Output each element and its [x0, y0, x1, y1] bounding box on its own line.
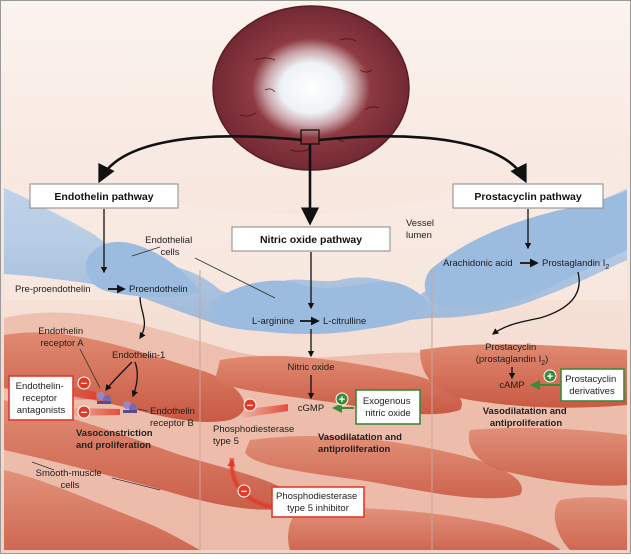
plus-sign-exogenous: +	[335, 392, 349, 406]
smooth-muscle-leader-2	[111, 477, 161, 491]
nitric-oxide-label: Nitric oxide	[288, 362, 335, 373]
endothelin-title-box: Endothelin pathway	[29, 183, 179, 209]
plus-sign-derivatives: +	[543, 369, 557, 383]
pre-proendothelin-label: Pre-proendothelin	[15, 284, 91, 295]
pde5-inhibit-cgmp-arrow	[240, 404, 288, 418]
pde5-inhibitor-label: Phosphodiesterase type 5 inhibitor	[276, 491, 360, 514]
derivatives-label: Prostacyclin derivatives	[565, 374, 619, 397]
minus-sign-pde5: −	[243, 398, 257, 412]
pde5-label: Phosphodiesterase type 5	[213, 424, 297, 447]
vessel-lumen-label: Vessel lumen	[406, 218, 437, 241]
svg-text:−: −	[247, 400, 253, 412]
exogenous-no-label: Exogenous nitric oxide	[363, 396, 413, 419]
endothelin-1-label: Endothelin-1	[112, 350, 165, 361]
zoom-arrows	[98, 135, 527, 226]
pro-to-et1-arrow	[139, 296, 146, 340]
endothelial-leader-1	[131, 246, 161, 257]
endothelial-cells-label: Endothelial cells	[145, 235, 195, 258]
cgmp-label: cGMP	[298, 403, 324, 414]
svg-text:−: −	[241, 486, 247, 498]
pde5-inhibitor-box: Phosphodiesterase type 5 inhibitor	[271, 486, 365, 518]
et1-to-receptor-b-arrow	[131, 361, 139, 398]
receptor-b-symbol	[123, 401, 137, 413]
svg-text:−: −	[81, 378, 87, 390]
receptor-a-leader	[79, 348, 101, 389]
endothelial-leader-2	[194, 257, 276, 299]
pgi2-to-prostacyclin-arrow	[491, 271, 580, 335]
antagonists-label: Endothelin- receptor antagonists	[16, 381, 67, 416]
et1-to-receptor-a-arrow	[105, 361, 133, 392]
endothelin-title: Endothelin pathway	[54, 191, 153, 203]
minus-sign-receptor-b: −	[77, 405, 91, 419]
prostaglandin-label: Prostaglandin I2	[542, 258, 609, 271]
prostacyclin-title: Prostacyclin pathway	[474, 191, 582, 203]
receptor-b-leader	[137, 408, 149, 412]
receptor-a-symbol	[97, 392, 111, 404]
prostacyclin-effect-label: Vasodilatation and antiproliferation	[483, 406, 570, 429]
inhibit-arrow-receptor-a	[68, 386, 96, 400]
antagonists-box: Endothelin- receptor antagonists	[8, 375, 74, 421]
prostacyclin-label: Prostacyclin (prostaglandin I2)	[476, 342, 549, 367]
nitric-oxide-title-box: Nitric oxide pathway	[231, 226, 391, 252]
inhibit-arrow-receptor-b	[68, 408, 120, 416]
endothelin-effect-label: Vasoconstriction and proliferation	[76, 428, 155, 451]
no-effect-label: Vasodilatation and antiproliferation	[318, 432, 405, 455]
receptor-b-label: Endothelin receptor B	[150, 406, 198, 429]
l-citrulline-label: L-citrulline	[323, 316, 366, 327]
svg-text:+: +	[547, 371, 553, 383]
minus-sign-pde5-inhibitor: −	[237, 484, 251, 498]
derivatives-box: Prostacyclin derivatives	[560, 368, 625, 402]
arachidonic-acid-label: Arachidonic acid	[443, 258, 513, 269]
minus-sign-receptor-a: −	[77, 376, 91, 390]
l-arginine-label: L-arginine	[252, 316, 294, 327]
camp-label: cAMP	[499, 380, 524, 391]
nitric-oxide-title: Nitric oxide pathway	[260, 234, 362, 246]
receptor-a-label: Endothelin receptor A	[38, 326, 86, 349]
proendothelin-label: Proendothelin	[129, 284, 188, 295]
svg-text:+: +	[339, 394, 345, 406]
svg-text:−: −	[81, 407, 87, 419]
exogenous-no-box: Exogenous nitric oxide	[355, 389, 421, 425]
smooth-muscle-leader-1	[31, 461, 55, 471]
prostacyclin-title-box: Prostacyclin pathway	[452, 183, 604, 209]
smooth-muscle-label: Smooth-muscle cells	[36, 468, 105, 491]
